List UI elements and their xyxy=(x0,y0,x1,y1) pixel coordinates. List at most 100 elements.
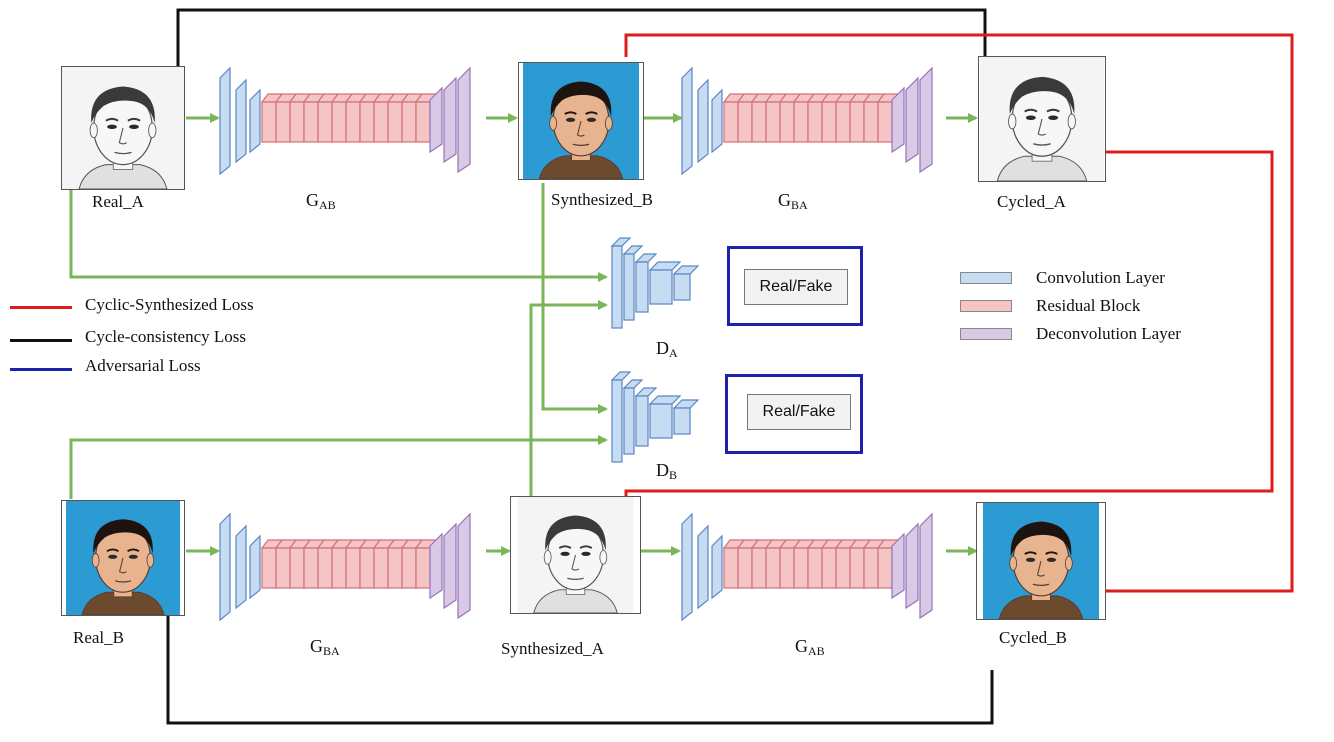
residual-block xyxy=(793,101,809,143)
residual-block xyxy=(821,547,837,589)
disc-layer xyxy=(649,269,673,305)
residual-block xyxy=(387,547,403,589)
adversarial-box-a: Real/Fake xyxy=(727,246,863,326)
residual-block xyxy=(751,547,767,589)
conv-layer xyxy=(711,534,723,600)
disc-layer-top xyxy=(610,237,632,247)
disc-layer-top xyxy=(672,399,700,409)
residual-block xyxy=(415,101,431,143)
residual-block xyxy=(779,547,795,589)
residual-block xyxy=(807,101,823,143)
residual-block xyxy=(275,547,291,589)
legend-adversarial-swatch xyxy=(10,368,72,371)
disc-layer xyxy=(611,379,623,463)
residual-block xyxy=(723,547,739,589)
disc-layer xyxy=(649,403,673,439)
residual-block xyxy=(863,547,879,589)
disc-layer xyxy=(623,253,635,321)
deconv-layer xyxy=(457,512,471,620)
generator-gba-top-label: GBA xyxy=(778,190,808,212)
residual-block xyxy=(863,101,879,143)
residual-block xyxy=(289,547,305,589)
residual-block xyxy=(261,101,277,143)
deconv-layer xyxy=(891,86,905,154)
deconv-layer xyxy=(443,76,457,164)
residual-block xyxy=(415,547,431,589)
disc-layer xyxy=(623,387,635,455)
generator-gba-bottom-label: GBA xyxy=(310,636,340,658)
residual-block xyxy=(317,101,333,143)
real-b-label: Real_B xyxy=(73,628,124,647)
residual-block xyxy=(849,547,865,589)
residual-block xyxy=(303,101,319,143)
synthesized-b-label: Synthesized_B xyxy=(551,190,653,209)
discriminator-db-label: DB xyxy=(656,460,678,482)
residual-block xyxy=(835,547,851,589)
residual-block xyxy=(373,101,389,143)
disc-layer-top xyxy=(610,371,632,381)
residual-block xyxy=(821,101,837,143)
residual-block xyxy=(317,547,333,589)
discriminator-db-network xyxy=(610,371,700,463)
deconv-layer xyxy=(443,522,457,610)
adversarial-box-b: Real/Fake xyxy=(725,374,863,454)
cycled-a-label: Cycled_A xyxy=(997,192,1066,211)
deconv-layer xyxy=(919,512,933,620)
conv-layer xyxy=(219,512,231,622)
legend-deconvolution-swatch xyxy=(960,328,1012,340)
residual-block xyxy=(401,101,417,143)
deconv-layer xyxy=(457,66,471,174)
residual-block xyxy=(331,101,347,143)
residual-block xyxy=(345,101,361,143)
conv-layer xyxy=(711,88,723,154)
cycle-consistency-line-top xyxy=(176,8,987,67)
discriminator-da-label: DA xyxy=(656,338,678,360)
real-a-image xyxy=(61,66,185,190)
real-b-image xyxy=(61,500,185,616)
generator-gba-top-network xyxy=(681,66,933,176)
conv-layer xyxy=(681,66,693,176)
disc-layer-top xyxy=(648,261,682,271)
residual-block xyxy=(331,547,347,589)
flow-real-a-to-da xyxy=(69,183,608,282)
legend-convolution-swatch xyxy=(960,272,1012,284)
deconv-layer xyxy=(919,66,933,174)
residual-block xyxy=(401,547,417,589)
disc-layer-top xyxy=(622,379,644,389)
cycled-b-label: Cycled_B xyxy=(999,628,1067,647)
conv-layer xyxy=(249,88,261,154)
residual-block xyxy=(751,101,767,143)
disc-layer xyxy=(611,245,623,329)
residual-block xyxy=(275,101,291,143)
cycled-a-image xyxy=(978,56,1106,182)
residual-block xyxy=(345,547,361,589)
generator-gab-bottom-network xyxy=(681,512,933,622)
residual-block xyxy=(877,547,893,589)
residual-block xyxy=(793,547,809,589)
residual-block xyxy=(807,547,823,589)
cyclic-synthesized-line-top xyxy=(624,33,1294,593)
disc-layer xyxy=(635,395,649,447)
flow-synth-b-to-db xyxy=(541,183,608,414)
generator-gab-top-label: GAB xyxy=(306,190,336,212)
legend-residual-label: Residual Block xyxy=(1036,296,1141,315)
deconv-layer xyxy=(905,76,919,164)
cycled-b-image xyxy=(976,502,1106,620)
residual-block xyxy=(849,101,865,143)
conv-layer xyxy=(697,78,709,164)
real-a-label: Real_A xyxy=(92,192,144,211)
residual-block xyxy=(261,547,277,589)
legend-cyclic-synthesized-label: Cyclic-Synthesized Loss xyxy=(85,295,254,314)
disc-layer-top xyxy=(622,245,644,255)
deconv-layer xyxy=(905,522,919,610)
legend-residual-swatch xyxy=(960,300,1012,312)
synthesized-a-label: Synthesized_A xyxy=(501,639,604,658)
real-fake-output-b: Real/Fake xyxy=(747,394,851,430)
real-fake-output-a: Real/Fake xyxy=(744,269,848,305)
legend-cycle-consistency-label: Cycle-consistency Loss xyxy=(85,327,246,346)
conv-layer xyxy=(697,524,709,610)
disc-layer xyxy=(635,261,649,313)
cycle-consistency-line-bottom xyxy=(166,616,994,725)
legend-convolution-label: Convolution Layer xyxy=(1036,268,1165,287)
